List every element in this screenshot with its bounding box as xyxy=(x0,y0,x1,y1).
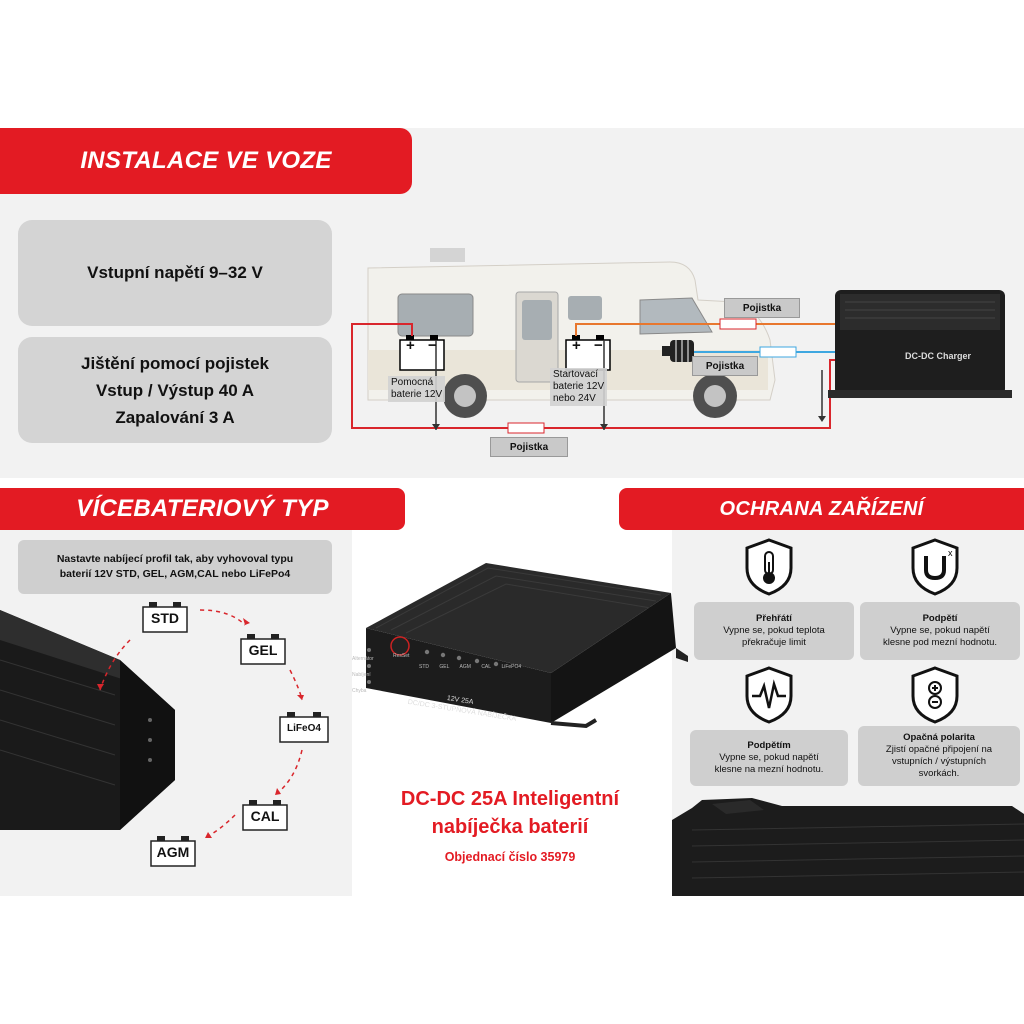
side-label: Nabíjení xyxy=(352,672,371,678)
battery-outline-icon xyxy=(150,836,196,867)
battery-outline-icon xyxy=(240,634,286,665)
protect-item-text: Vypne se, pokud napětí xyxy=(719,752,819,763)
battery-type-std: STD xyxy=(140,598,190,634)
starter-battery-caption: Startovací baterie 12V nebo 24V xyxy=(550,368,608,406)
battery-type-lifeo4: LiFeO4 xyxy=(278,708,330,744)
fuse-label-top: Pojistka xyxy=(724,298,800,318)
protect-item-title: Opačná polarita xyxy=(903,732,975,743)
fuse-icon xyxy=(759,346,797,358)
battery-type-agm: AGM xyxy=(148,832,198,868)
battery-type-label: LiFeO4 xyxy=(287,723,321,734)
fuse-icon xyxy=(507,422,545,434)
device-reset-label: ResSet xyxy=(393,653,410,659)
fuse-spec-line: Vstup / Výstup 40 A xyxy=(95,380,255,400)
starter-battery-icon xyxy=(565,335,611,371)
aux-battery-line: baterie 12V xyxy=(391,389,443,400)
product-name-line2: nabíječka baterií xyxy=(431,816,589,838)
fuse-spec-box: Jištění pomocí pojistek Vstup / Výstup 4… xyxy=(18,337,332,443)
led-indicator xyxy=(367,664,371,668)
led-indicator xyxy=(367,680,371,684)
protect-item-text: svorkách. xyxy=(918,768,960,779)
protect-item-overheat: Přehřátí Vypne se, pokud teplota překrač… xyxy=(694,602,854,660)
battery-outline-icon xyxy=(242,800,288,831)
device-led-labels: STD GEL AGM CAL LiFePO4 xyxy=(419,661,521,673)
led-indicator xyxy=(474,658,480,664)
install-title: INSTALACE VE VOZE xyxy=(0,128,412,194)
input-voltage-text: Vstupní napětí 9–32 V xyxy=(87,263,263,282)
multi-note-line: baterií 12V STD, GEL, AGM,CAL nebo LiFeP… xyxy=(59,568,291,580)
led-label: STD xyxy=(419,664,429,670)
starter-battery-line: nebo 24V xyxy=(553,393,596,404)
order-number: Objednací číslo 35979 xyxy=(444,850,576,864)
protect-item-text: vstupních / výstupních xyxy=(892,756,986,767)
aux-battery-line: Pomocná xyxy=(391,377,434,388)
starter-battery-line: baterie 12V xyxy=(553,381,605,392)
multi-title: VÍCEBATERIOVÝ TYP xyxy=(0,488,405,530)
protect-item-undervoltage-limit: Podpětím Vypne se, pokud napětí klesne n… xyxy=(690,730,848,786)
battery-type-label: GEL xyxy=(248,642,278,658)
led-indicator xyxy=(493,661,499,667)
charger-photo-right xyxy=(672,798,1024,896)
aux-minus: − xyxy=(428,337,437,354)
aux-battery-caption: Pomocná baterie 12V xyxy=(388,376,446,402)
charger-photo-center xyxy=(366,563,688,729)
protect-item-title: Podpětí xyxy=(922,613,958,624)
led-indicator xyxy=(440,652,446,658)
aux-plus: + xyxy=(406,337,415,354)
fuse-label-mid: Pojistka xyxy=(692,356,758,376)
led-indicator xyxy=(367,648,371,652)
protect-item-title: Podpětím xyxy=(747,740,791,751)
multi-note-line: Nastavte nabíjecí profil tak, aby vyhovo… xyxy=(56,553,294,565)
orange-wire xyxy=(575,323,835,336)
fuse-icon xyxy=(719,318,757,330)
starter-battery-line: Startovací xyxy=(553,369,599,380)
led-label: LiFePO4 xyxy=(501,664,522,670)
battery-type-label: AGM xyxy=(156,844,190,860)
led-indicator xyxy=(456,655,462,661)
side-label: Alternátor xyxy=(352,656,374,662)
alternator-icon xyxy=(662,340,694,362)
protect-item-text: překračuje limit xyxy=(742,637,806,648)
side-label: Chyba xyxy=(352,688,367,694)
fuse-spec-line: Jištění pomocí pojistek xyxy=(81,353,269,373)
battery-type-label: CAL xyxy=(250,808,280,824)
led-label: GEL xyxy=(439,664,450,670)
protect-item-text: Vypne se, pokud napětí xyxy=(890,625,990,636)
protect-item-title: Přehřátí xyxy=(756,613,792,624)
battery-type-cal: CAL xyxy=(240,796,290,832)
battery-outline-icon xyxy=(279,712,329,743)
charger-face-label: DC-DC Charger xyxy=(905,351,972,361)
fuse-spec-line: Zapalování 3 A xyxy=(115,407,235,427)
battery-type-label: STD xyxy=(151,610,179,626)
charger-photo-left xyxy=(0,610,175,830)
protect-item-text: Zjistí opačné připojení na xyxy=(885,744,993,755)
start-plus: + xyxy=(572,337,581,354)
polarity-shield-icon xyxy=(911,666,959,724)
input-voltage-box: Vstupní napětí 9–32 V xyxy=(18,220,332,326)
led-label: AGM xyxy=(459,664,471,670)
protect-item-text: klesne na mezní hodnotu. xyxy=(714,764,824,775)
product-name-line1: DC-DC 25A Inteligentní xyxy=(400,788,620,810)
protect-item-text: Vypne se, pokud teplota xyxy=(723,625,825,636)
undervoltage-shield-icon: x xyxy=(911,538,959,596)
led-label: CAL xyxy=(481,664,492,670)
protect-title: OCHRANA ZAŘÍZENÍ xyxy=(619,488,1024,530)
start-minus: − xyxy=(594,337,603,354)
fuse-label-bottom: Pojistka xyxy=(490,437,568,457)
protect-item-text: klesne pod mezní hodnotu. xyxy=(882,637,998,648)
red-wire xyxy=(351,323,835,429)
multi-note-box: Nastavte nabíjecí profil tak, aby vyhovo… xyxy=(18,540,332,594)
pulse-shield-icon xyxy=(745,666,793,724)
battery-outline-icon xyxy=(142,602,188,633)
led-indicator xyxy=(424,649,430,655)
svg-text:x: x xyxy=(948,548,953,558)
battery-cycle-arrows xyxy=(97,609,304,839)
protect-item-undervoltage: Podpětí Vypne se, pokud napětí klesne po… xyxy=(860,602,1020,660)
thermometer-shield-icon xyxy=(745,538,793,596)
battery-type-gel: GEL xyxy=(238,630,288,666)
device-side-labels: Alternátor Nabíjení Chyba xyxy=(352,651,374,699)
protect-item-polarity: Opačná polarita Zjistí opačné připojení … xyxy=(858,726,1020,786)
dcdc-charger-box xyxy=(828,290,1012,398)
